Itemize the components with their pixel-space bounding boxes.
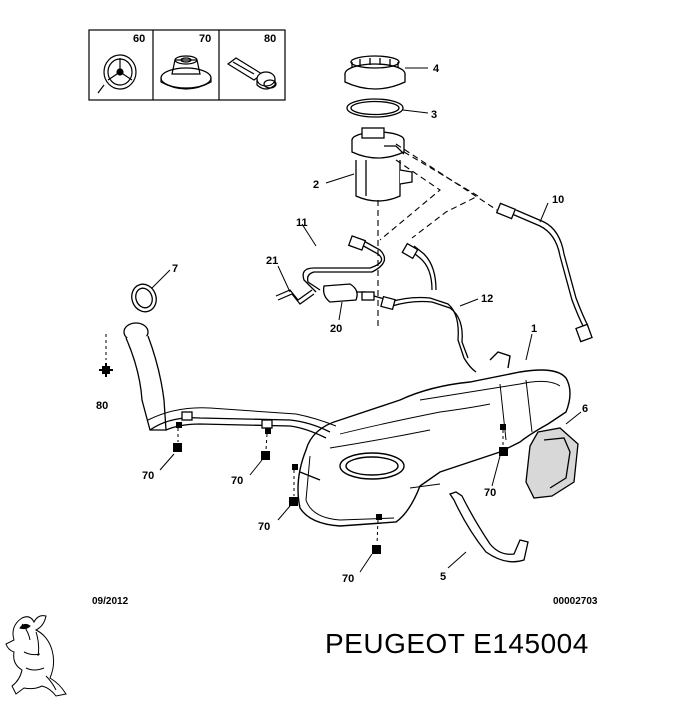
label-part-2: 2 [313, 179, 319, 191]
bolt-marker-80 [99, 363, 113, 377]
harness-10 [495, 202, 593, 343]
peugeot-lion-logo [5, 615, 67, 697]
label-part-21: 21 [266, 255, 278, 267]
label-fastener-70-c: 70 [258, 521, 270, 533]
part-labels: 4 3 2 10 11 21 7 12 20 1 6 5 80 70 70 70… [96, 63, 588, 585]
label-part-5: 5 [440, 571, 446, 583]
label-part-10: 10 [552, 194, 564, 206]
label-part-20: 20 [330, 323, 342, 335]
drawing-number: 00002703 [553, 596, 598, 607]
label-part-1: 1 [531, 323, 537, 335]
tank-strap-5 [448, 491, 529, 563]
label-fastener-80: 80 [96, 400, 108, 412]
fastener-markers [173, 422, 508, 554]
label-part-6: 6 [582, 403, 588, 415]
fastener-legend: 60 70 80 [88, 29, 286, 101]
label-part-7: 7 [172, 263, 178, 275]
filler-ring-7 [131, 283, 157, 313]
bracket-21 [275, 289, 315, 305]
pump-seal [346, 98, 404, 118]
label-part-3: 3 [431, 109, 437, 121]
legend-code-80: 80 [264, 33, 276, 45]
heat-shield-6 [525, 427, 579, 499]
label-fastener-70-e: 70 [484, 487, 496, 499]
legend-code-60: 60 [133, 33, 145, 45]
brand-part-number: PEUGEOT E145004 [325, 628, 589, 659]
filler-neck [123, 322, 337, 439]
nut-icon [160, 55, 212, 90]
legend-code-70: 70 [199, 33, 211, 45]
vent-line-12 [380, 242, 477, 373]
bolt-icon [226, 57, 277, 90]
fastener-dashes [105, 334, 504, 545]
fuel-tank [297, 351, 571, 527]
label-part-4: 4 [433, 63, 440, 75]
label-fastener-70-d: 70 [342, 573, 354, 585]
leader-lines [151, 67, 582, 573]
fuel-line-11 [302, 235, 386, 293]
label-fastener-70-b: 70 [231, 475, 243, 487]
fuel-pump-module [351, 127, 413, 202]
label-part-12: 12 [481, 293, 493, 305]
fuel-filter [322, 283, 389, 303]
label-fastener-70-a: 70 [142, 470, 154, 482]
diagram-date: 09/2012 [92, 596, 129, 607]
locking-ring [344, 55, 406, 90]
clip-icon [97, 54, 137, 94]
label-part-11: 11 [296, 217, 308, 229]
